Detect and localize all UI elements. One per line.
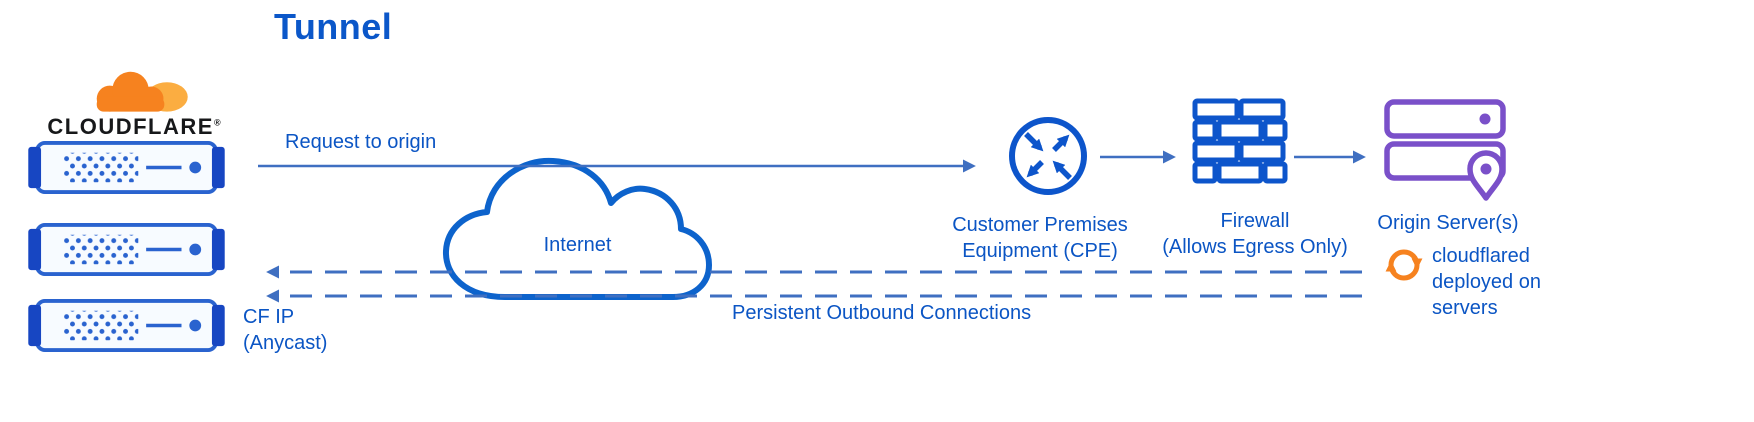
brand-word: CLOUDFLARE xyxy=(47,114,214,139)
edge-server-icon-3 xyxy=(25,298,228,353)
cloudflared-sync-icon xyxy=(1385,249,1423,281)
request-to-origin-label: Request to origin xyxy=(285,131,437,153)
cf-ip-anycast-label: CF IP (Anycast) xyxy=(243,306,328,354)
cpe-router-icon xyxy=(1009,117,1087,195)
origin-servers-label: Origin Server(s) xyxy=(1377,212,1519,234)
cloudflare-logo: CLOUDFLARE® xyxy=(28,64,240,140)
cloudflare-cloud-icon xyxy=(96,71,188,112)
firewall-icon xyxy=(1192,98,1288,184)
internet-label: Internet xyxy=(543,234,612,256)
edge-server-icon-1 xyxy=(25,140,228,195)
edge-server-icon-2 xyxy=(25,222,228,277)
diagram-title: Tunnel xyxy=(274,6,393,47)
origin-servers-icon xyxy=(1384,99,1506,201)
cpe-label: Customer Premises Equipment (CPE) xyxy=(952,214,1128,262)
persistent-connections-label: Persistent Outbound Connections xyxy=(732,302,1032,324)
registered-mark: ® xyxy=(213,117,221,128)
internet-cloud-icon xyxy=(442,157,712,300)
brand-text: CLOUDFLARE® xyxy=(28,114,240,140)
firewall-label: Firewall (Allows Egress Only) xyxy=(1162,210,1348,258)
cloudflared-label: cloudflared deployed on servers xyxy=(1432,245,1541,319)
